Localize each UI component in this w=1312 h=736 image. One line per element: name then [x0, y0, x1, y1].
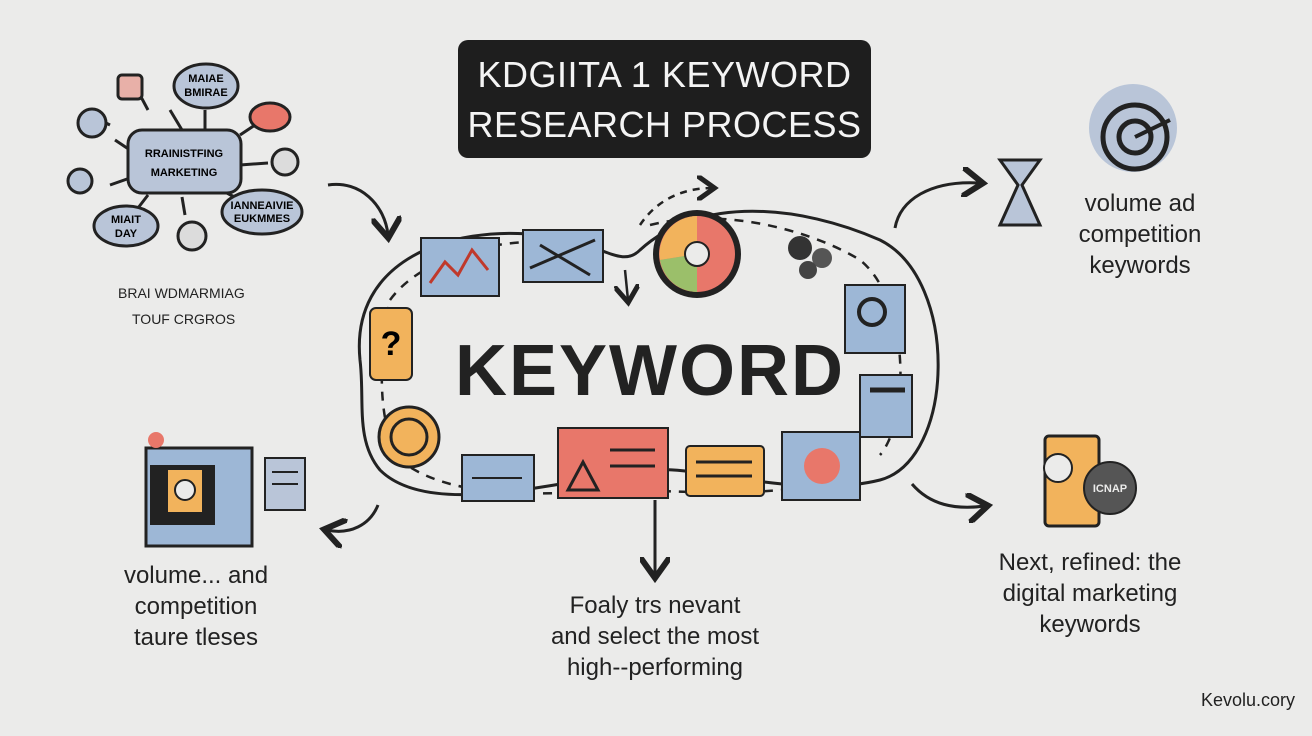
caption-bottom-center-line3: high--performing — [566, 654, 744, 681]
center-keyword: KEYWORD — [455, 331, 845, 411]
svg-text:?: ? — [381, 325, 402, 363]
bubble-icon-1 — [76, 107, 108, 139]
brainstorm-cluster: RRAINISTFING MARKETING MAIAE BMIRAE MIAI… — [66, 62, 304, 252]
browser-window-icon — [144, 432, 254, 548]
caption-top-right-line1: volume ad — [1084, 190, 1196, 217]
bubble-icon-5 — [176, 220, 208, 252]
idea-bulb-icon: ? — [369, 307, 413, 381]
arrow-loop-to-volume — [893, 183, 980, 229]
bubble-right — [220, 188, 304, 236]
watermark: Kevolu.cory — [1200, 690, 1295, 710]
target-icon — [1089, 84, 1177, 172]
bubble-top — [172, 62, 240, 110]
title-banner: KDGIITA 1 KEYWORD RESEARCH PROCESS — [458, 40, 871, 158]
bubble-icon-3 — [270, 147, 300, 177]
warning-card-icon — [557, 427, 669, 499]
arrow-loop-to-right-caption — [910, 483, 985, 507]
caption-bottom-left-line3: taure tleses — [133, 624, 259, 651]
caption-bottom-right-line2: digital marketing — [1002, 580, 1178, 607]
caption-bottom-right-line3: keywords — [1039, 611, 1141, 638]
caption-bottom-center-line2: and select the most — [550, 623, 760, 650]
caption-bottom-left-line1: volume... and — [123, 562, 269, 589]
report-document-icon — [1043, 434, 1137, 528]
brainstorm-caption-line1: BRAI WDMARMIAG — [118, 285, 245, 301]
bubble-icon-2 — [116, 73, 144, 101]
bubble-left-line1: MIAIT — [111, 214, 141, 226]
caption-bottom-center-line1: Foaly trs nevant — [569, 592, 741, 619]
bubble-top-line1: MAIAE — [188, 73, 223, 85]
coin-icon — [377, 405, 441, 469]
caption-bottom-right: Next, refined: the digital marketing key… — [960, 547, 1220, 640]
caption-bottom-left-line2: competition — [134, 593, 258, 620]
tool-card-icon — [859, 374, 913, 438]
brain-icon — [248, 101, 292, 133]
bubble-right-line2: EUKMMES — [234, 213, 290, 225]
heart-card-icon — [781, 431, 861, 501]
caption-top-right-line3: keywords — [1089, 252, 1191, 279]
arrow-wheel-down — [625, 269, 628, 300]
caption-bottom-left: volume... and competition taure tleses — [96, 560, 296, 653]
brainstorm-caption-line2: TOUF CRGROS — [132, 311, 236, 327]
caption-bottom-center: Foaly trs nevant and select the most hig… — [500, 590, 810, 683]
bubble-left — [92, 204, 160, 248]
caption-top-right: volume ad competition keywords — [1040, 188, 1240, 281]
bubble-left-line2: DAY — [115, 228, 138, 240]
hub-line1: RRAINISTFING — [145, 148, 223, 160]
badge-text: ICNAP — [1093, 483, 1127, 495]
document-icon — [264, 457, 306, 511]
bubble-icon-4 — [66, 167, 94, 195]
network-icon — [788, 236, 832, 279]
pie-wheel-icon — [653, 210, 741, 298]
title-line2: RESEARCH PROCESS — [467, 104, 862, 145]
hub-line2: MARKETING — [151, 167, 218, 179]
caption-top-right-line2: competition — [1078, 221, 1202, 248]
brainstorm-hub — [126, 128, 243, 195]
arrow-loop-to-left-caption — [327, 504, 380, 531]
caption-bottom-right-line1: Next, refined: the — [998, 549, 1182, 576]
bubble-top-line2: BMIRAE — [184, 87, 227, 99]
arrow-brainstorm-to-loop — [327, 182, 388, 235]
title-line1: KDGIITA 1 KEYWORD — [477, 54, 852, 95]
note-card-icon — [685, 445, 765, 497]
bubble-right-line1: IANNEAIVIE — [231, 200, 294, 212]
magnifier-card-icon — [844, 284, 906, 354]
line-card-icon — [522, 229, 604, 283]
hourglass-icon — [997, 158, 1043, 227]
brainstorm-caption: BRAI WDMARMIAG TOUF CRGROS — [118, 280, 245, 332]
text-card-icon — [461, 454, 535, 502]
chart-card-icon — [420, 237, 500, 297]
